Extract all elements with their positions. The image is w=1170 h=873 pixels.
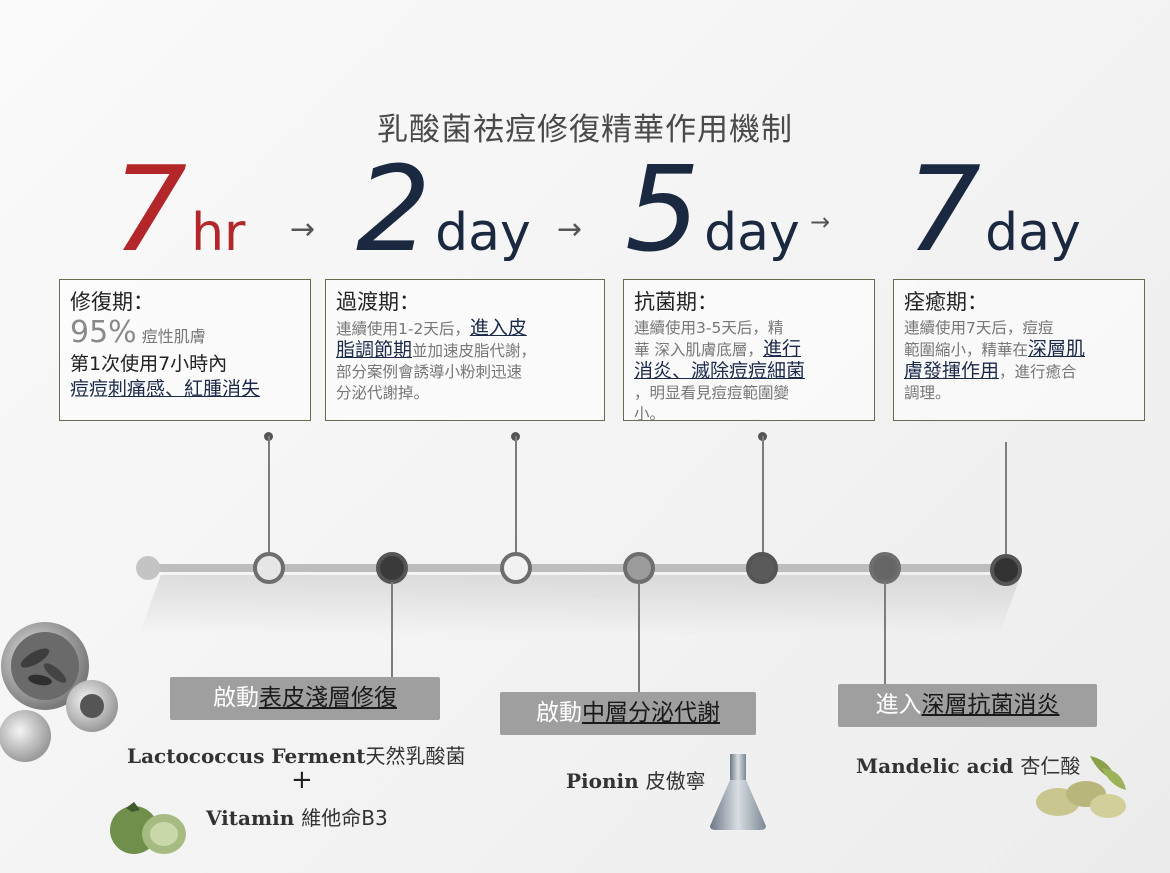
ingredient-vitamin: Vitamin 維他命B3 bbox=[206, 802, 388, 831]
page-title: 乳酸菌祛痘修復精華作用機制 bbox=[377, 112, 793, 148]
timeline-node-7 bbox=[990, 554, 1022, 586]
stage-2-header: 2day bbox=[356, 150, 531, 270]
stage-3-text1: 連續使用3-5天后，精 bbox=[634, 319, 784, 337]
connector-line-2 bbox=[515, 436, 517, 556]
ingredient-mandelic-en: Mandelic acid bbox=[856, 754, 1014, 778]
flask-icon bbox=[710, 754, 766, 830]
ingredient-pionin-en: Pionin bbox=[566, 769, 639, 793]
arrow-1: → bbox=[290, 212, 316, 247]
stage-4-text4: 調理。 bbox=[904, 384, 951, 402]
ingredient-pionin: Pionin 皮傲寧 bbox=[566, 765, 706, 794]
stage-2-text3: 部分案例會誘導小粉刺迅速 bbox=[336, 363, 523, 381]
stage-3-text2: 華 深入肌膚底層， bbox=[634, 341, 763, 359]
stage-2-text4: 分泌代謝掉。 bbox=[336, 384, 430, 402]
timeline-bar bbox=[148, 564, 1008, 572]
stage-1-header: 7hr bbox=[112, 150, 245, 270]
stage-4-text2: 範圍縮小，精華在 bbox=[904, 341, 1029, 359]
phase-label-3-em: 深層抗菌消炎 bbox=[921, 692, 1060, 718]
arrow-3: → bbox=[810, 208, 831, 236]
stage-1-box: 修復期： 95% 痘性肌膚 第1次使用7小時內 痘痘刺痛感、紅腫消失 bbox=[59, 279, 311, 421]
connector-line-4 bbox=[1005, 442, 1007, 556]
phase-label-3-pre: 進入 bbox=[875, 692, 922, 718]
stage-2-text1: 連續使用1-2天后， bbox=[336, 320, 470, 338]
lower-line-1 bbox=[391, 582, 393, 677]
connector-line-1 bbox=[268, 436, 270, 556]
stage-3-unit: day bbox=[704, 203, 800, 263]
stage-1-percent-text: 痘性肌膚 bbox=[141, 327, 206, 346]
almond-icon bbox=[1036, 756, 1126, 818]
stage-4-text1: 連續使用7天后，痘痘 bbox=[904, 319, 1054, 337]
arrow-2: → bbox=[557, 212, 583, 247]
timeline-shadow bbox=[139, 575, 1021, 635]
stage-2-em1: 進入皮 bbox=[469, 317, 527, 339]
timeline-node-6 bbox=[869, 552, 901, 584]
phase-label-1-em: 表皮淺層修復 bbox=[259, 685, 397, 711]
stage-4-text3: ，進行癒合 bbox=[999, 363, 1077, 381]
stage-1-line2b: 刺痛感、紅腫消失 bbox=[108, 378, 261, 400]
stage-2-unit: day bbox=[435, 203, 531, 263]
stage-1-line2a: 痘痘 bbox=[70, 378, 109, 400]
phase-label-2-em: 中層分泌代謝 bbox=[582, 700, 720, 726]
lower-line-2 bbox=[638, 582, 640, 692]
stage-2-number: 2 bbox=[356, 140, 432, 278]
stage-3-box: 抗菌期： 連續使用3-5天后，精 華 深入肌膚底層，進行 消炎、滅除痘痘細菌 ，… bbox=[623, 279, 875, 423]
stage-3-text3: ，明显看見痘痘範圍變 bbox=[634, 384, 790, 402]
phase-label-3: 進入深層抗菌消炎 bbox=[838, 684, 1097, 727]
stage-3-text4: 小。 bbox=[634, 405, 666, 423]
stage-3-header: 5day bbox=[625, 150, 800, 270]
phase-label-1: 啟動表皮淺層修復 bbox=[170, 677, 440, 720]
plus-sign: + bbox=[291, 765, 313, 795]
stage-4-title: 痊癒期： bbox=[904, 290, 988, 314]
stage-4-em2: 膚發揮作用 bbox=[904, 360, 1000, 382]
stage-1-line1: 第1次使用7小時內 bbox=[70, 353, 228, 375]
stage-1-percent: 95% bbox=[70, 315, 137, 350]
timeline-node-4 bbox=[623, 552, 655, 584]
timeline-node-1 bbox=[253, 552, 285, 584]
ingredient-mandelic: Mandelic acid 杏仁酸 bbox=[856, 750, 1080, 779]
ingredient-vitamin-cn: 維他命B3 bbox=[301, 806, 388, 830]
ingredient-lactococcus-en: Lactococcus Ferment bbox=[127, 744, 366, 768]
stage-1-unit: hr bbox=[191, 203, 246, 263]
phase-label-2-pre: 啟動 bbox=[536, 700, 582, 726]
bacteria-icon bbox=[0, 622, 118, 762]
stage-4-header: 7day bbox=[906, 150, 1081, 270]
ingredient-lactococcus-cn: 天然乳酸菌 bbox=[365, 744, 466, 768]
stage-1-title: 修復期： bbox=[70, 290, 154, 314]
ingredient-vitamin-en: Vitamin bbox=[206, 806, 295, 830]
connector-line-3 bbox=[762, 436, 764, 556]
stage-2-box: 過渡期： 連續使用1-2天后，進入皮 脂調節期並加速皮脂代謝， 部分案例會誘導小… bbox=[325, 279, 605, 421]
stage-4-em1: 深層肌 bbox=[1028, 338, 1086, 360]
timeline-node-5 bbox=[746, 552, 778, 584]
stage-4-number: 7 bbox=[906, 140, 982, 278]
stage-2-title: 過渡期： bbox=[336, 290, 420, 314]
timeline-node-2 bbox=[376, 552, 408, 584]
stage-3-number: 5 bbox=[625, 140, 701, 278]
phase-label-1-pre: 啟動 bbox=[213, 685, 259, 711]
tomato-icon bbox=[110, 802, 186, 854]
stage-2-em2: 脂調節期 bbox=[336, 339, 413, 361]
stage-1-number: 7 bbox=[112, 140, 188, 278]
ingredient-mandelic-cn: 杏仁酸 bbox=[1020, 754, 1081, 778]
timeline-start bbox=[136, 556, 160, 580]
stage-3-em2: 消炎、滅除痘痘細菌 bbox=[634, 360, 806, 382]
lower-line-3 bbox=[884, 582, 886, 684]
stage-2-text2: 並加速皮脂代謝， bbox=[412, 342, 537, 360]
phase-label-2: 啟動中層分泌代謝 bbox=[500, 692, 756, 735]
stage-4-box: 痊癒期： 連續使用7天后，痘痘 範圍縮小，精華在深層肌 膚發揮作用，進行癒合 調… bbox=[893, 279, 1145, 421]
stage-3-em1: 進行 bbox=[762, 338, 801, 360]
timeline-node-3 bbox=[500, 552, 532, 584]
ingredient-lactococcus: Lactococcus Ferment天然乳酸菌 bbox=[127, 740, 465, 769]
ingredient-pionin-cn: 皮傲寧 bbox=[645, 769, 706, 793]
stage-4-unit: day bbox=[985, 203, 1081, 263]
stage-3-title: 抗菌期： bbox=[634, 290, 718, 314]
